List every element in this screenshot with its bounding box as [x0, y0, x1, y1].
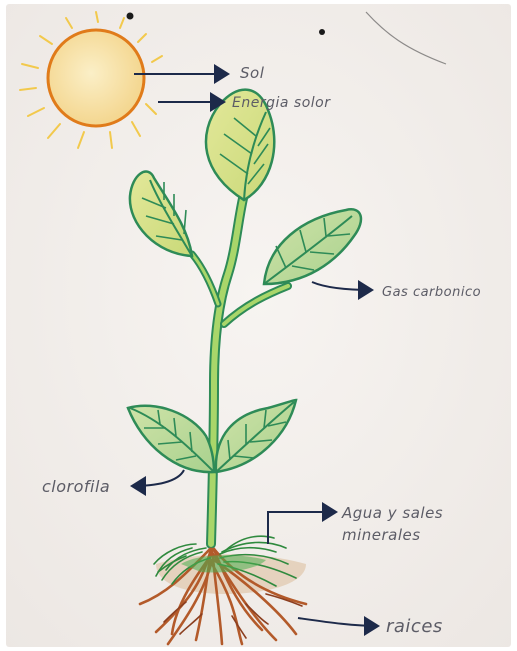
- label-carbon-gas: Gas carbonico: [382, 285, 481, 300]
- label-sun: Sol: [240, 64, 265, 82]
- drawing-paper: Sol Energia solor Gas carbonico clorofil…: [6, 4, 511, 647]
- label-roots: raices: [386, 616, 443, 637]
- label-water-minerals-line2: minerales: [342, 526, 421, 544]
- label-chlorophyll: clorofila: [42, 477, 110, 496]
- label-solar-energy: Energia solor: [232, 95, 331, 111]
- label-water-minerals-line1: Agua y sales: [341, 504, 443, 522]
